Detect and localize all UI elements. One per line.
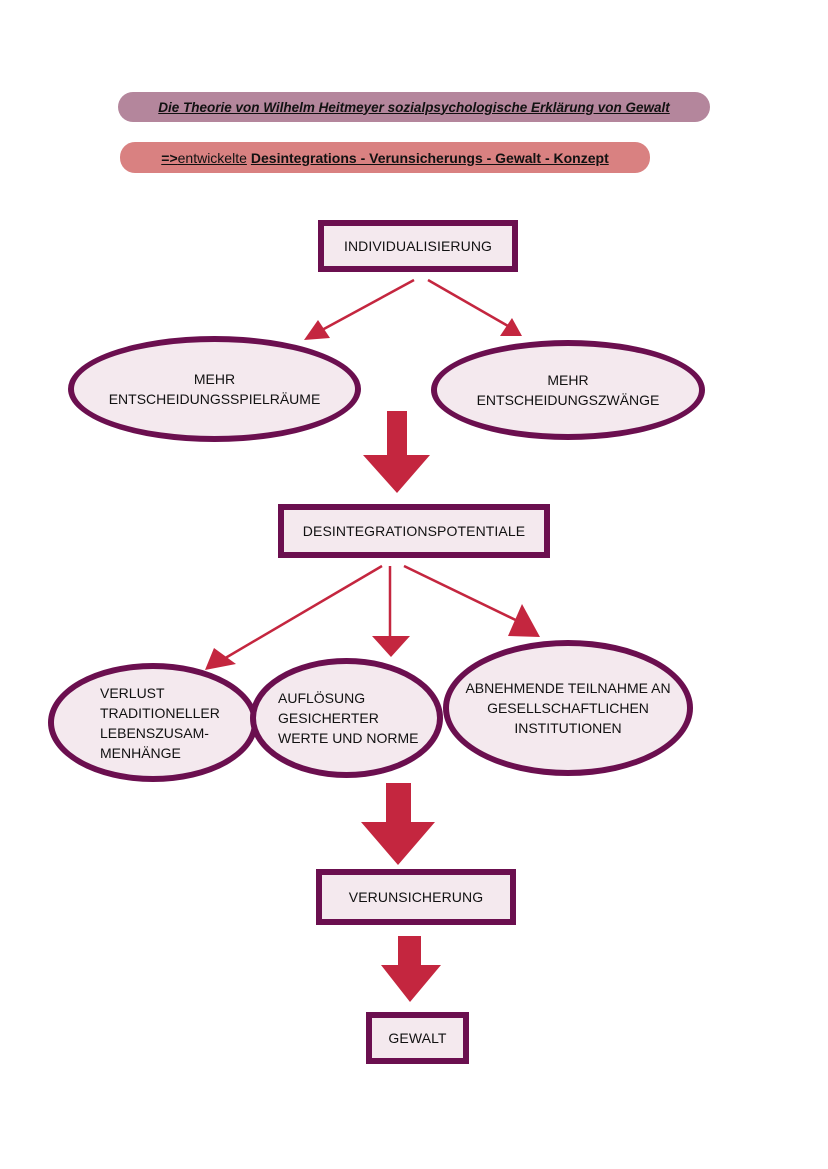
node-desintegrationspotentiale: DESINTEGRATIONSPOTENTIALE — [278, 504, 550, 558]
subtitle-verb: entwickelte — [177, 149, 247, 166]
node-aufloesung-werte-normen: AUFLÖSUNG GESICHERTER WERTE UND NORME — [250, 658, 443, 778]
arrow-line-to-verlust — [221, 564, 383, 662]
subtitle-concept: Desintegrations - Verunsicherungs - Gewa… — [250, 149, 609, 166]
block-arrow-to-verunsicherung — [361, 783, 435, 865]
arrow-line-to-zwaenge — [427, 278, 509, 328]
arrowhead-to-zwaenge — [500, 318, 522, 336]
node-gewalt: GEWALT — [366, 1012, 469, 1064]
block-arrow-to-gewalt — [381, 936, 441, 1002]
arrowhead-to-spielraeume — [304, 320, 330, 340]
node-mehr-entscheidungszwaenge: MEHR ENTSCHEIDUNGSZWÄNGE — [431, 340, 705, 440]
node-abnehmende-teilnahme: ABNEHMENDE TEILNAHME AN GESELLSCHAFTLICH… — [443, 640, 693, 776]
node-verunsicherung: VERUNSICHERUNG — [316, 869, 516, 925]
arrowhead-to-aufloesung — [372, 636, 410, 657]
arrowhead-to-teilnahme — [508, 604, 540, 637]
node-individualisierung: INDIVIDUALISIERUNG — [318, 220, 518, 272]
arrow-line-to-teilnahme — [403, 564, 529, 628]
subtitle-prefix: => — [161, 149, 178, 166]
arrowhead-to-verlust — [205, 648, 236, 670]
node-mehr-entscheidungsspielraeume: MEHR ENTSCHEIDUNGSSPIELRÄUME — [68, 336, 361, 442]
arrow-line-to-spielraeume — [321, 278, 415, 332]
block-arrow-to-desintegration — [363, 411, 430, 493]
node-verlust-lebenszusammenhaenge: VERLUST TRADITIONELLER LEBENSZUSAM- MENH… — [48, 663, 258, 782]
diagram-title: Die Theorie von Wilhelm Heitmeyer sozial… — [118, 92, 710, 122]
